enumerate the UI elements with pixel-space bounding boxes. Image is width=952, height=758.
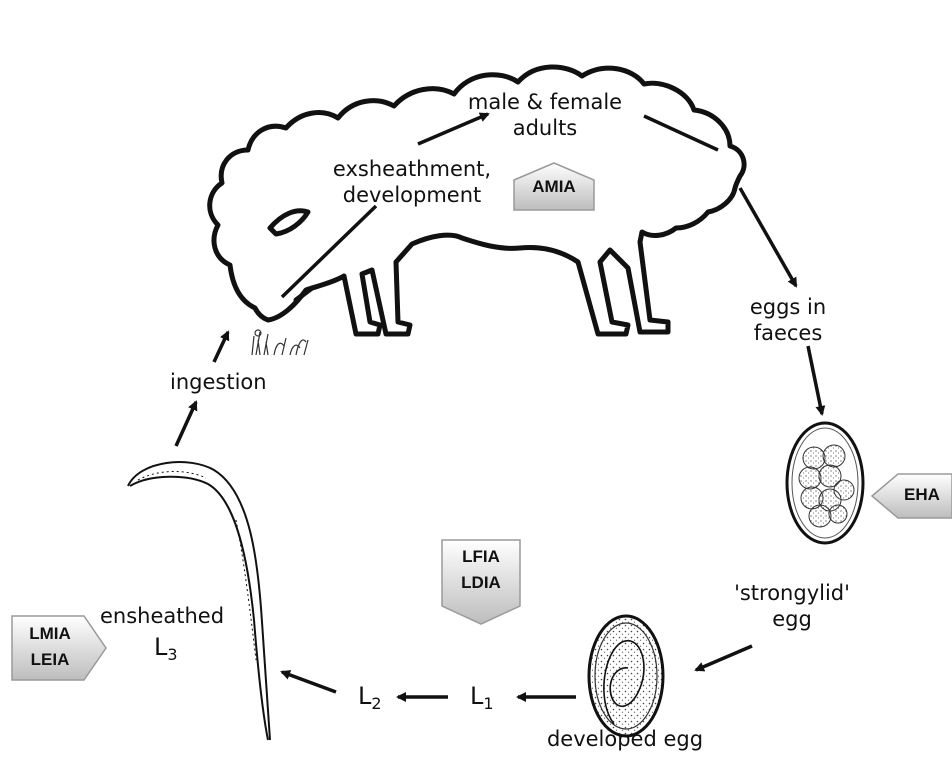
L2-letter: L: [358, 682, 371, 710]
L3-letter: L: [154, 633, 167, 661]
arrow-to-eggs-in-faeces: [740, 188, 796, 286]
eggs-in-faeces-label: eggs in faeces: [738, 294, 838, 346]
strongylid-line-1: 'strongylid': [728, 580, 856, 606]
adults-line-1: male & female: [455, 89, 635, 115]
adults-line-2: adults: [455, 115, 635, 141]
exsheathment-label: exsheathment, development: [318, 156, 506, 208]
eggs-line-1: eggs in: [738, 294, 838, 320]
leia-badge: LEIA: [12, 650, 88, 670]
ensheathed-label: ensheathed: [100, 603, 224, 629]
strongylid-egg-illustration: [787, 423, 863, 543]
ldia-badge: LDIA: [442, 573, 520, 593]
strongylid-egg-label: 'strongylid' egg: [728, 580, 856, 632]
arrow-to-L3: [282, 672, 336, 692]
arrow-to-developed-egg: [696, 646, 752, 670]
lmia-badge: LMIA: [12, 624, 88, 644]
lfia-badge: LFIA: [442, 547, 520, 567]
developed-egg-label: developed egg: [540, 726, 710, 752]
L2-subscript: 2: [371, 694, 381, 713]
exsheath-line-1: exsheathment,: [318, 156, 506, 182]
L3-label: L3: [154, 634, 178, 668]
eha-badge: EHA: [892, 485, 952, 505]
arrow-to-grazing: [214, 332, 228, 362]
L1-letter: L: [470, 682, 483, 710]
arrow-to-strongylid-egg: [808, 346, 822, 414]
arrow-to-ingestion: [176, 402, 196, 446]
larva-illustration: [128, 462, 270, 740]
L1-label: L1: [470, 683, 494, 717]
amia-badge: AMIA: [514, 177, 594, 197]
L3-subscript: 3: [167, 645, 177, 664]
L2-label: L2: [358, 683, 382, 717]
eggs-line-2: faeces: [738, 320, 838, 346]
arrow-line-adults: [644, 116, 718, 150]
L1-subscript: 1: [483, 694, 493, 713]
adults-label: male & female adults: [455, 89, 635, 141]
developed-egg-illustration: [589, 616, 663, 736]
grass-illustration: [252, 330, 308, 355]
exsheath-line-2: development: [318, 182, 506, 208]
ingestion-label: ingestion: [170, 369, 267, 395]
strongylid-line-2: egg: [728, 606, 856, 632]
